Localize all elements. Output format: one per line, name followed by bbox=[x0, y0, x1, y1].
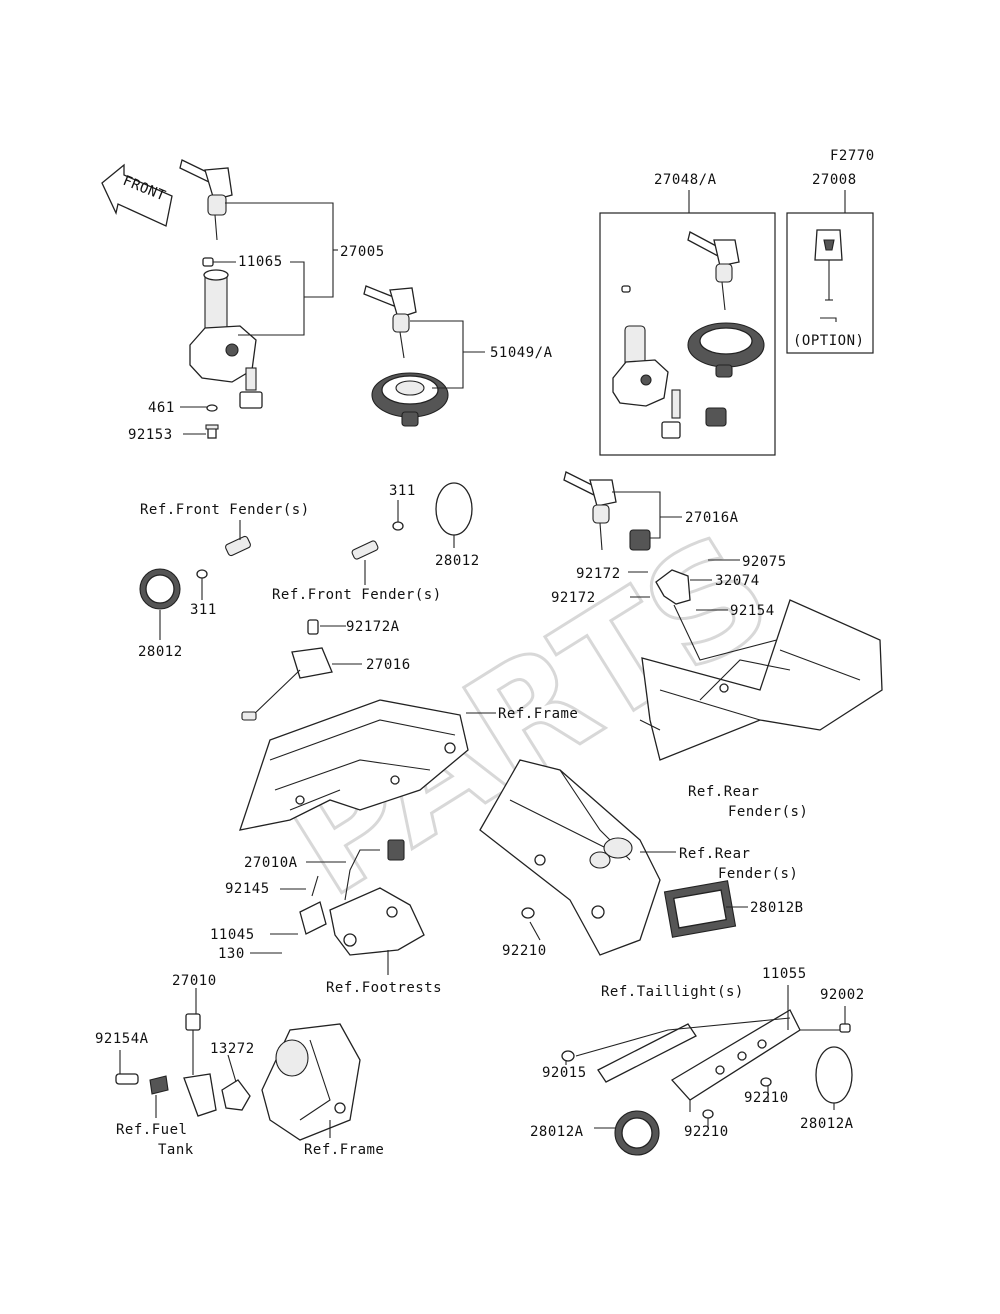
seat-lock-key-set bbox=[563, 471, 691, 605]
label-311-a: 311 bbox=[190, 602, 217, 618]
label-461: 461 bbox=[148, 400, 175, 416]
label-ref-frame-1: Ref.Frame bbox=[498, 706, 578, 722]
label-28012-a: 28012 bbox=[138, 644, 183, 660]
label-11045: 11045 bbox=[210, 927, 255, 943]
front-arrow-icon: FRONT bbox=[101, 163, 173, 227]
seat-lock-cable bbox=[241, 619, 333, 721]
label-ref-fuel-b: Tank bbox=[158, 1142, 194, 1158]
release-cable-27010A bbox=[299, 839, 425, 956]
label-92153: 92153 bbox=[128, 427, 173, 443]
label-27016A: 27016A bbox=[685, 510, 739, 526]
key-set-27005 bbox=[179, 159, 233, 241]
front-fender-bushings bbox=[139, 482, 473, 610]
license-plate-bracket bbox=[561, 1009, 853, 1156]
label-51049A: 51049/A bbox=[490, 345, 553, 361]
option-key-icon bbox=[814, 229, 843, 322]
label-28012-b: 28012 bbox=[435, 553, 480, 569]
label-28012B: 28012B bbox=[750, 900, 804, 916]
label-ref-front-fender-1: Ref.Front Fender(s) bbox=[140, 502, 310, 518]
option-key-box bbox=[786, 212, 874, 354]
fuel-cap-key-set bbox=[363, 285, 417, 359]
label-92210-b: 92210 bbox=[744, 1090, 789, 1106]
reflector-28012B bbox=[663, 880, 737, 938]
label-92145: 92145 bbox=[225, 881, 270, 897]
label-ref-rear-fender-2b: Fender(s) bbox=[718, 866, 798, 882]
label-27010: 27010 bbox=[172, 973, 217, 989]
label-13272: 13272 bbox=[210, 1041, 255, 1057]
set-box-27048A bbox=[599, 212, 776, 456]
label-27005: 27005 bbox=[340, 244, 385, 260]
option-label: (OPTION) bbox=[793, 333, 864, 349]
label-92172A: 92172A bbox=[346, 619, 400, 635]
fuel-tank-lock bbox=[115, 1013, 251, 1117]
label-27010A: 27010A bbox=[244, 855, 298, 871]
label-27016: 27016 bbox=[366, 657, 411, 673]
frame-subframe bbox=[239, 699, 469, 831]
label-ref-taillight: Ref.Taillight(s) bbox=[601, 984, 744, 1000]
frame-lower bbox=[261, 1023, 361, 1141]
label-92172-a: 92172 bbox=[576, 566, 621, 582]
label-28012A-a: 28012A bbox=[530, 1124, 584, 1140]
set-27048A-parts bbox=[612, 231, 765, 439]
label-32074: 32074 bbox=[715, 573, 760, 589]
label-ref-rear-fender-2a: Ref.Rear bbox=[679, 846, 750, 862]
label-27008: 27008 bbox=[812, 172, 857, 188]
rear-fender-upper bbox=[639, 599, 883, 761]
label-11065: 11065 bbox=[238, 254, 283, 270]
label-92002: 92002 bbox=[820, 987, 865, 1003]
label-ref-rear-fender-1b: Fender(s) bbox=[728, 804, 808, 820]
label-ref-fuel-a: Ref.Fuel bbox=[116, 1122, 187, 1138]
label-27048A: 27048/A bbox=[654, 172, 717, 188]
label-ref-footrests: Ref.Footrests bbox=[326, 980, 442, 996]
label-92210-a: 92210 bbox=[502, 943, 547, 959]
label-11055: 11055 bbox=[762, 966, 807, 982]
label-92154: 92154 bbox=[730, 603, 775, 619]
label-ref-frame-2: Ref.Frame bbox=[304, 1142, 384, 1158]
fuel-cap bbox=[371, 372, 449, 427]
label-28012A-b: 28012A bbox=[800, 1116, 854, 1132]
label-ref-front-fender-2: Ref.Front Fender(s) bbox=[272, 587, 442, 603]
figure-code: F2770 bbox=[830, 148, 875, 164]
ignition-switch bbox=[189, 257, 263, 439]
label-92154A: 92154A bbox=[95, 1031, 149, 1047]
label-130: 130 bbox=[218, 946, 245, 962]
label-311-b: 311 bbox=[389, 483, 416, 499]
label-92015: 92015 bbox=[542, 1065, 587, 1081]
label-92075: 92075 bbox=[742, 554, 787, 570]
label-92172-b: 92172 bbox=[551, 590, 596, 606]
rear-fender-center bbox=[479, 759, 661, 956]
label-ref-rear-fender-1a: Ref.Rear bbox=[688, 784, 759, 800]
label-92210-c: 92210 bbox=[684, 1124, 729, 1140]
